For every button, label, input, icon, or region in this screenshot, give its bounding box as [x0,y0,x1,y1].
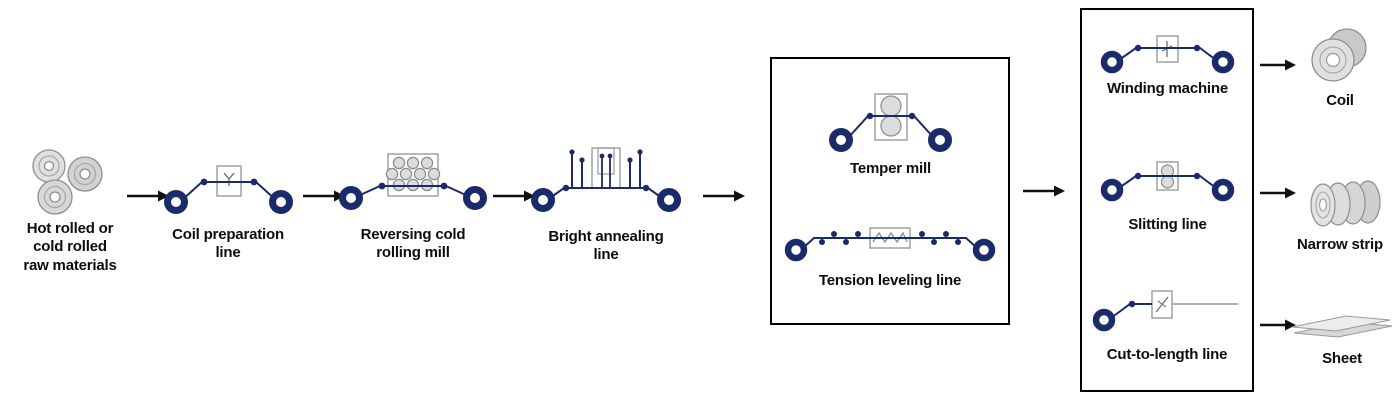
sheet-output-label: Sheet [1322,350,1362,367]
flow-arrow [1260,319,1296,331]
stage-coil-preparation: Coil preparation line [160,160,296,263]
flow-arrow [703,190,745,202]
winding-machine-icon [1100,35,1235,74]
raw-materials-icon [32,149,103,215]
stage-bright-annealing: Bright annealing line [530,142,682,265]
cut-to-length-label: Cut-to-length line [1106,346,1228,363]
stage-output-sheet: Sheet [1290,302,1394,368]
coil-preparation-icon [164,165,293,214]
sheet-output-icon [1291,315,1393,338]
tension-leveling-label: Tension leveling line [818,272,962,289]
bright-annealing-icon [531,147,681,212]
stage-cut-to-length: Cut-to-length line [1092,288,1242,364]
cut-to-length-icon [1092,290,1238,332]
slitting-line-label: Slitting line [1128,216,1207,233]
stage-slitting-line: Slitting line [1100,160,1235,234]
raw-materials-label: Hot rolled or cold rolled raw materials [23,220,117,274]
stage-tension-leveling: Tension leveling line [784,216,996,290]
stage-temper-mill: Temper mill [828,90,953,178]
stage-winding-machine: Winding machine [1100,34,1235,98]
slitting-line-icon [1100,161,1235,202]
reversing-mill-label: Reversing cold rolling mill [360,226,466,262]
narrow-strip-output-label: Narrow strip [1297,236,1383,253]
bright-annealing-label: Bright annealing line [548,228,664,264]
stage-raw-materials: Hot rolled or cold rolled raw materials [14,146,126,275]
flow-arrow [1260,187,1296,199]
flow-arrow [493,190,535,202]
narrow-strip-output-icon [1310,180,1381,227]
tension-leveling-icon [784,227,996,262]
reversing-mill-icon [339,153,487,210]
temper-mill-label: Temper mill [850,160,931,177]
coil-output-label: Coil [1326,92,1354,109]
flow-arrow [1260,59,1296,71]
temper-mill-icon [829,93,952,152]
coil-output-icon [1311,28,1367,82]
coil-preparation-label: Coil preparation line [172,226,284,262]
stage-output-narrow-strip: Narrow strip [1292,176,1388,254]
stage-output-coil: Coil [1300,26,1380,110]
flow-arrow [1023,185,1065,197]
flow-arrow [127,190,169,202]
stage-reversing-mill: Reversing cold rolling mill [338,150,488,263]
winding-machine-label: Winding machine [1106,80,1229,97]
